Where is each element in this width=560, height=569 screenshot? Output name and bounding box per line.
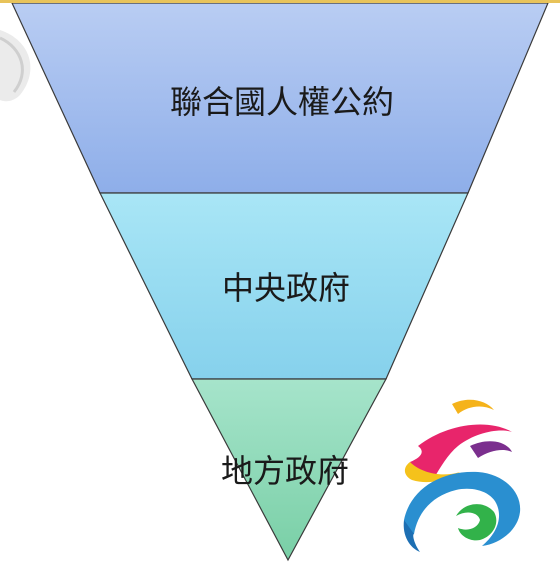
decorative-swirl-line	[0, 36, 24, 93]
level-label-top: 聯合國人權公約	[170, 83, 394, 121]
ribbon-logo	[403, 399, 521, 552]
logo-ribbon-purple	[470, 441, 512, 458]
logo-ribbon-blue	[404, 471, 521, 546]
pyramid-level-bottom	[191, 378, 388, 562]
logo-ribbon-magenta	[410, 424, 512, 478]
top-accent-rule	[0, 0, 560, 3]
logo-ribbon-cyan-tail	[403, 520, 420, 552]
decorative-swirl-shape	[0, 30, 31, 102]
level-label-middle: 中央政府	[222, 269, 350, 307]
level-label-bottom: 地方政府	[221, 452, 349, 490]
logo-ribbon-green	[456, 504, 497, 541]
logo-ribbon-orange	[452, 399, 494, 414]
